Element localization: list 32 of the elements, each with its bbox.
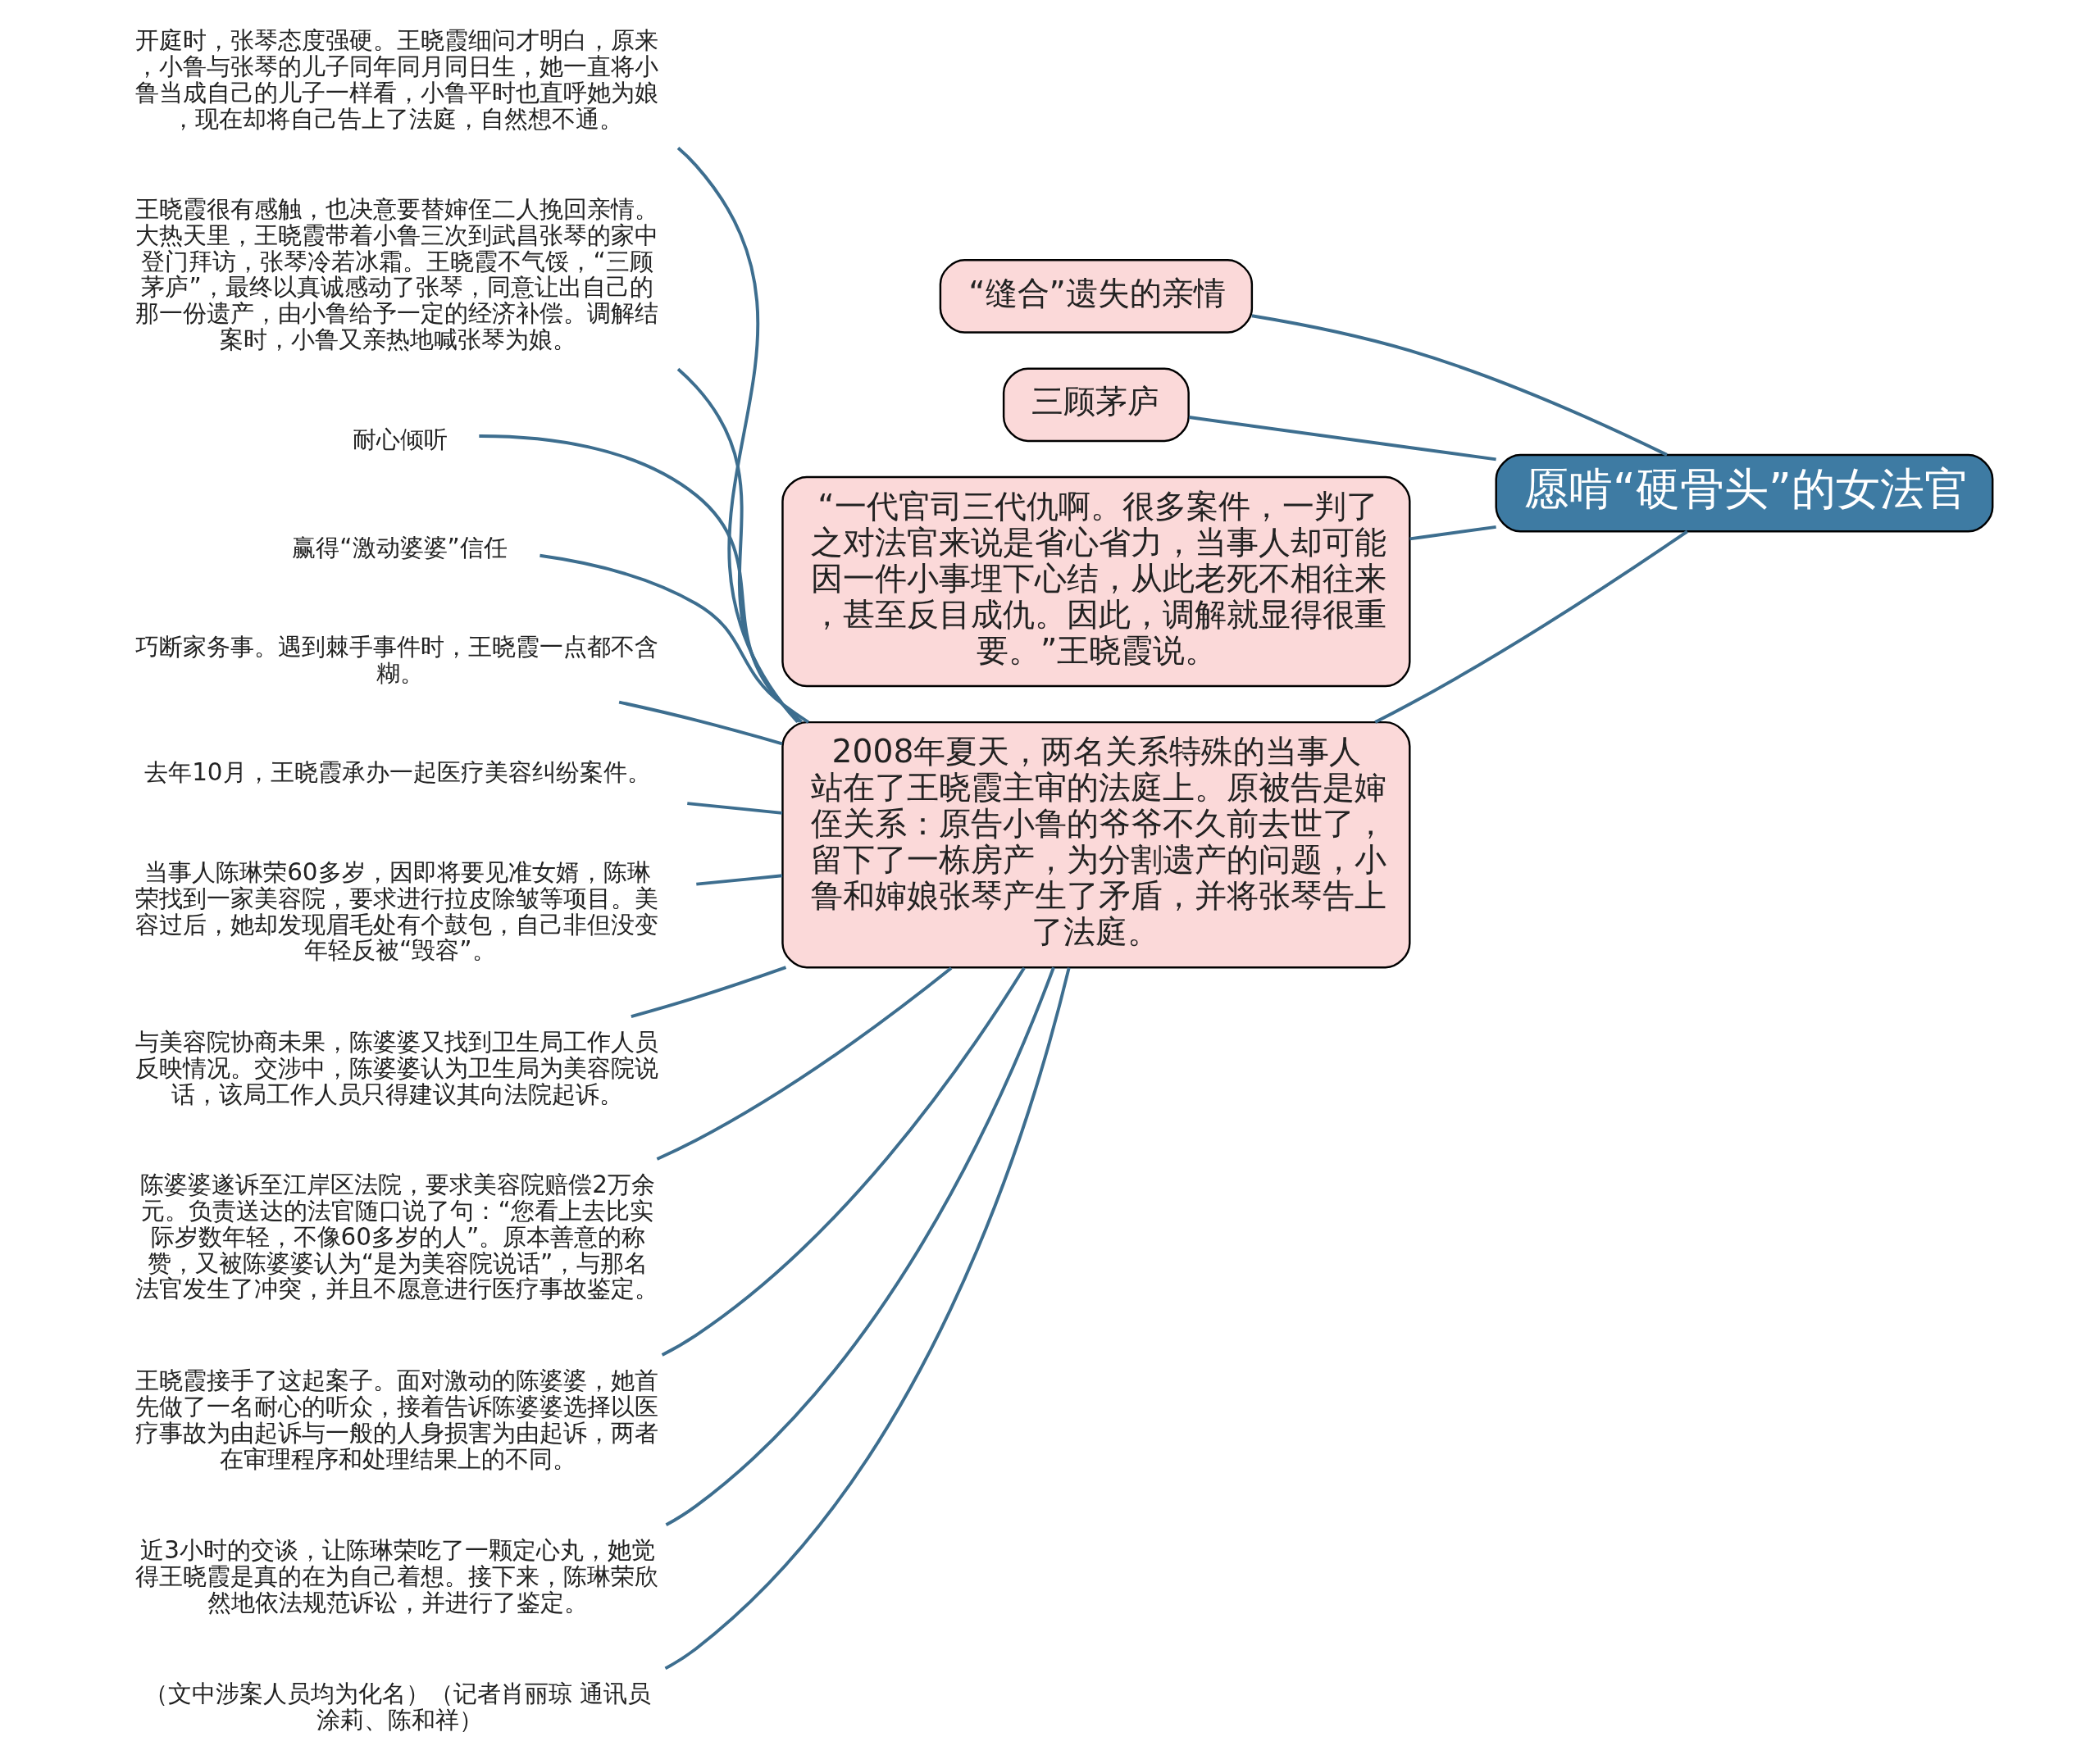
connector [618,700,783,746]
node-box: 三顾茅庐 [1002,367,1190,443]
connector [630,966,786,1019]
connector [664,967,1071,1671]
connector [695,874,782,886]
node-text: 开庭时，张琴态度强硬。王晓霞细问才明白，原来，小鲁与张琴的儿子同年同月同日生，她一直将小鲁当成自己的儿子一样看，小鲁平时也直呼她为娘，现在却将自己告上了法庭，自然想不通。 [134,25,658,133]
connector [676,367,800,723]
connector [1188,416,1496,461]
connector [686,802,782,815]
connector [665,966,1055,1527]
node-text: 赢得“激动婆婆”信任 [291,533,508,561]
node-text: 陈婆婆遂诉至江岸区法院，要求美容院赔偿2万余元。负责送达的法官随口说了句：“您看上去比实际岁数年轻，不像60多岁的人”。原本善意的称赞，又被陈婆婆认为“是为美容院说话”，与那名法官发生了冲突，并且不愿意进行医疗事故鉴定。 [134,1170,658,1303]
node-box: “缝合”遗失的亲情 [939,259,1253,334]
node-text: 王晓霞很有感触，也决意要替婶侄二人挽回亲情。大热天里，王晓霞带着小鲁三次到武昌张琴的家中登门拜访，张琴冷若冰霜。王晓霞不气馁，“三顾茅庐”，最终以真诚感动了张琴，同意让出自己的那一份遗产，由小鲁给予一定的经济补偿。调解结案时，小鲁又亲热地喊张琴为娘。 [134,194,658,354]
node-text: 去年10月，王晓霞承办一起医疗美容纠纷案件。 [143,758,651,787]
node-box: “一代官司三代仇啊。很多案件，一判了之对法官来说是省心省力，当事人却可能因一件小事埋下心结，从此老死不相往来，甚至反目成仇。因此，调解就显得很重要。”王晓霞说。 [781,475,1411,688]
connector [656,966,952,1161]
connector [539,553,809,724]
node-text: 巧断家务事。遇到棘手事件时，王晓霞一点都不含糊。 [134,633,658,688]
node-box: 愿啃“硬骨头”的女法官 [1495,453,1993,533]
node-text: 近3小时的交谈，让陈琳荣吃了一颗定心丸，她觉得王晓霞是真的在为自己着想。接下来，陈琳荣欣然地依法规范诉讼，并进行了鉴定。 [134,1536,658,1616]
node-text: （文中涉案人员均为化名）（记者肖丽琼 通讯员涂莉、陈和祥） [143,1680,652,1734]
connector [676,147,799,723]
node-box: 2008年夏天，两名关系特殊的当事人站在了王晓霞主审的法庭上。原被告是婶侄关系：原告小鲁的爷爷不久前去世了，留下了一栋房产，为分割遗产的问题，小鲁和婶娘张琴产生了矛盾，并将张琴告上了法庭。 [781,721,1411,969]
connector [1251,314,1668,457]
node-text: 当事人陈琳荣60多岁，因即将要见准女婿，陈琳荣找到一家美容院，要求进行拉皮除皱等项目。美容过后，她却发现眉毛处有个鼓包，自己非但没变年轻反被“毁容”。 [134,857,658,965]
node-text: 耐心倾听 [352,425,448,453]
connector [1409,525,1496,541]
connector [661,966,1026,1357]
node-text: 王晓霞接手了这起案子。面对激动的陈婆婆，她首先做了一名耐心的听众，接着告诉陈婆婆选择以医疗事故为由起诉与一般的人身损害为由起诉，两者在审理程序和处理结果上的不同。 [134,1366,658,1473]
node-text: 与美容院协商未果，陈婆婆又找到卫生局工作人员反映情况。交涉中，陈婆婆认为卫生局为美容院说话，该局工作人员只得建议其向法院起诉。 [134,1027,658,1108]
connector [478,434,803,724]
